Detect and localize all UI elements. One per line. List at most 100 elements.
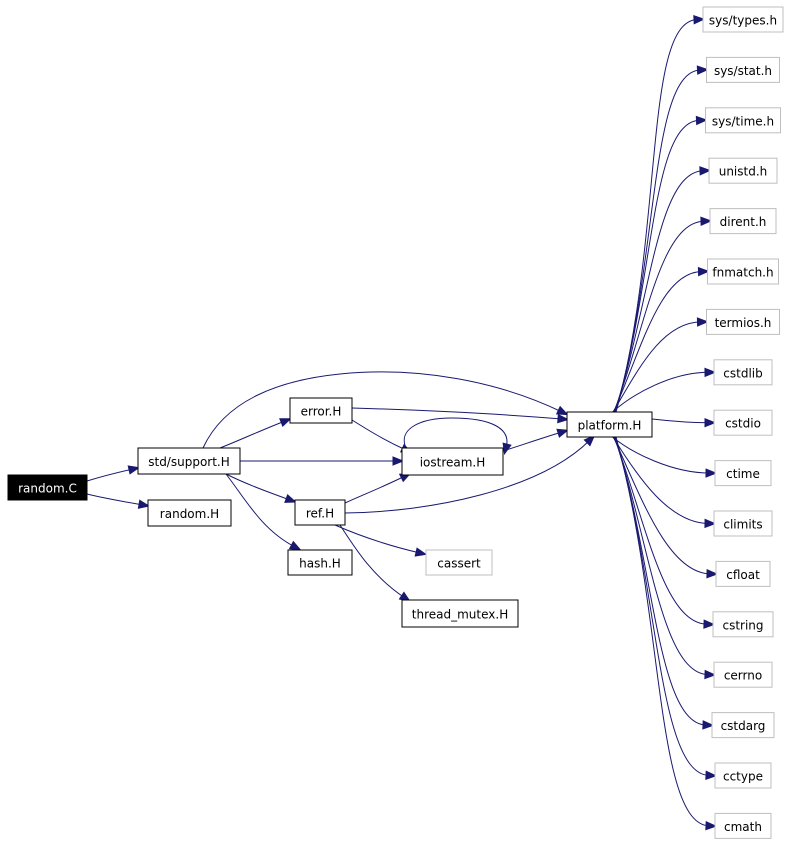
node-box[interactable] <box>714 460 772 487</box>
node-box[interactable] <box>712 611 774 638</box>
edge-ref_h-to-iostream_h <box>344 472 412 504</box>
node-hash-h[interactable]: hash.H <box>287 549 353 576</box>
node-box[interactable] <box>713 661 773 688</box>
edge-line <box>344 439 591 514</box>
node-ref-h[interactable]: ref.H <box>294 499 346 526</box>
edge-line <box>86 493 144 506</box>
edge-platform_h-to-cstdlib <box>612 367 717 413</box>
node-termios-h[interactable]: termios.h <box>706 308 780 335</box>
node-dirent-h[interactable]: dirent.h <box>709 208 777 235</box>
edge-platform_h-to-dirent_h <box>613 216 713 413</box>
node-cctype[interactable]: cctype <box>714 762 772 789</box>
edge-line <box>615 436 711 827</box>
edge-platform_h-to-cerrno <box>614 436 717 680</box>
arrowhead-icon <box>279 418 292 428</box>
node-box[interactable] <box>711 712 775 739</box>
node-box[interactable] <box>401 599 519 628</box>
node-sys-types-h[interactable]: sys/types.h <box>702 6 784 33</box>
node-box[interactable] <box>708 157 778 184</box>
node-cstdlib[interactable]: cstdlib <box>713 359 773 386</box>
node-box[interactable] <box>709 208 777 235</box>
node-random-c[interactable]: random.C <box>7 474 88 501</box>
arrowhead-icon <box>697 266 710 277</box>
arrowhead-icon <box>705 770 718 781</box>
arrowhead-icon <box>704 669 717 680</box>
edge-line <box>615 19 699 413</box>
node-iostream-h[interactable]: iostream.H <box>401 447 504 476</box>
arrowhead-icon <box>705 820 718 831</box>
node-label: random.C <box>18 482 77 496</box>
arrowhead-icon <box>704 518 717 529</box>
arrowhead-icon <box>127 465 141 475</box>
edge-random_c-to-std_support_h <box>86 465 141 482</box>
node-cerrno[interactable]: cerrno <box>713 661 773 688</box>
node-label: ref.H <box>306 507 334 521</box>
node-cstdio[interactable]: cstdio <box>713 409 773 436</box>
node-label: cerrno <box>724 669 762 683</box>
node-std-support-h[interactable]: std/support.H <box>137 447 241 475</box>
edge-line <box>614 119 701 413</box>
node-box[interactable] <box>147 499 232 527</box>
node-cassert[interactable]: cassert <box>425 549 493 576</box>
edge-platform_h-to-sys_types_h <box>615 14 706 413</box>
node-box[interactable] <box>702 6 784 33</box>
node-label: cstdio <box>725 417 761 431</box>
node-label: hash.H <box>299 557 341 571</box>
node-cstring[interactable]: cstring <box>712 611 774 638</box>
arrowhead-icon <box>583 434 596 447</box>
node-box[interactable] <box>713 409 773 436</box>
edge-line <box>612 371 710 413</box>
node-climits[interactable]: climits <box>713 510 773 537</box>
node-box[interactable] <box>425 549 493 576</box>
node-box[interactable] <box>289 397 353 424</box>
node-box[interactable] <box>706 308 780 335</box>
arrowhead-icon <box>702 720 715 730</box>
node-box[interactable] <box>401 447 504 476</box>
edge-platform_h-to-termios_h <box>612 317 709 413</box>
edge-line <box>202 371 563 449</box>
edge-line <box>403 417 508 449</box>
node-label: cstring <box>722 618 763 632</box>
node-fnmatch-h[interactable]: fnmatch.h <box>707 258 779 285</box>
edge-line <box>225 473 296 548</box>
node-box[interactable] <box>294 499 346 526</box>
arrowhead-icon <box>699 166 712 176</box>
arrowhead-icon <box>704 417 717 428</box>
node-box[interactable] <box>713 510 773 537</box>
node-box[interactable] <box>7 474 88 501</box>
node-box[interactable] <box>566 411 653 438</box>
node-box[interactable] <box>714 812 772 839</box>
edge-platform_h-to-fnmatch_h <box>613 266 710 413</box>
node-label: thread_mutex.H <box>412 608 508 622</box>
node-sys-time-h[interactable]: sys/time.h <box>705 107 781 134</box>
node-platform-h[interactable]: platform.H <box>566 411 653 438</box>
arrowhead-icon <box>555 405 569 416</box>
edge-line <box>225 473 291 501</box>
node-sys-stat-h[interactable]: sys/stat.h <box>706 56 780 83</box>
node-random-h[interactable]: random.H <box>147 499 232 527</box>
arrowhead-icon <box>704 367 717 378</box>
node-box[interactable] <box>707 258 779 285</box>
node-box[interactable] <box>714 762 772 789</box>
node-box[interactable] <box>287 549 353 576</box>
arrowhead-icon <box>703 619 716 629</box>
node-box[interactable] <box>713 359 773 386</box>
node-box[interactable] <box>705 107 781 134</box>
edge-std_support_h-to-iostream_h <box>240 456 405 466</box>
arrowhead-icon <box>705 468 718 478</box>
node-thread-mutex-h[interactable]: thread_mutex.H <box>401 599 519 628</box>
edge-line <box>612 436 710 524</box>
node-cfloat[interactable]: cfloat <box>715 560 771 587</box>
node-label: platform.H <box>578 419 642 433</box>
node-box[interactable] <box>706 56 780 83</box>
node-cmath[interactable]: cmath <box>714 812 772 839</box>
node-box[interactable] <box>715 560 771 587</box>
node-label: cassert <box>437 557 481 571</box>
edge-line <box>612 436 711 474</box>
node-ctime[interactable]: ctime <box>714 460 772 487</box>
node-box[interactable] <box>137 447 241 475</box>
node-cstdarg[interactable]: cstdarg <box>711 712 775 739</box>
node-error-h[interactable]: error.H <box>289 397 353 424</box>
node-unistd-h[interactable]: unistd.h <box>708 157 778 184</box>
